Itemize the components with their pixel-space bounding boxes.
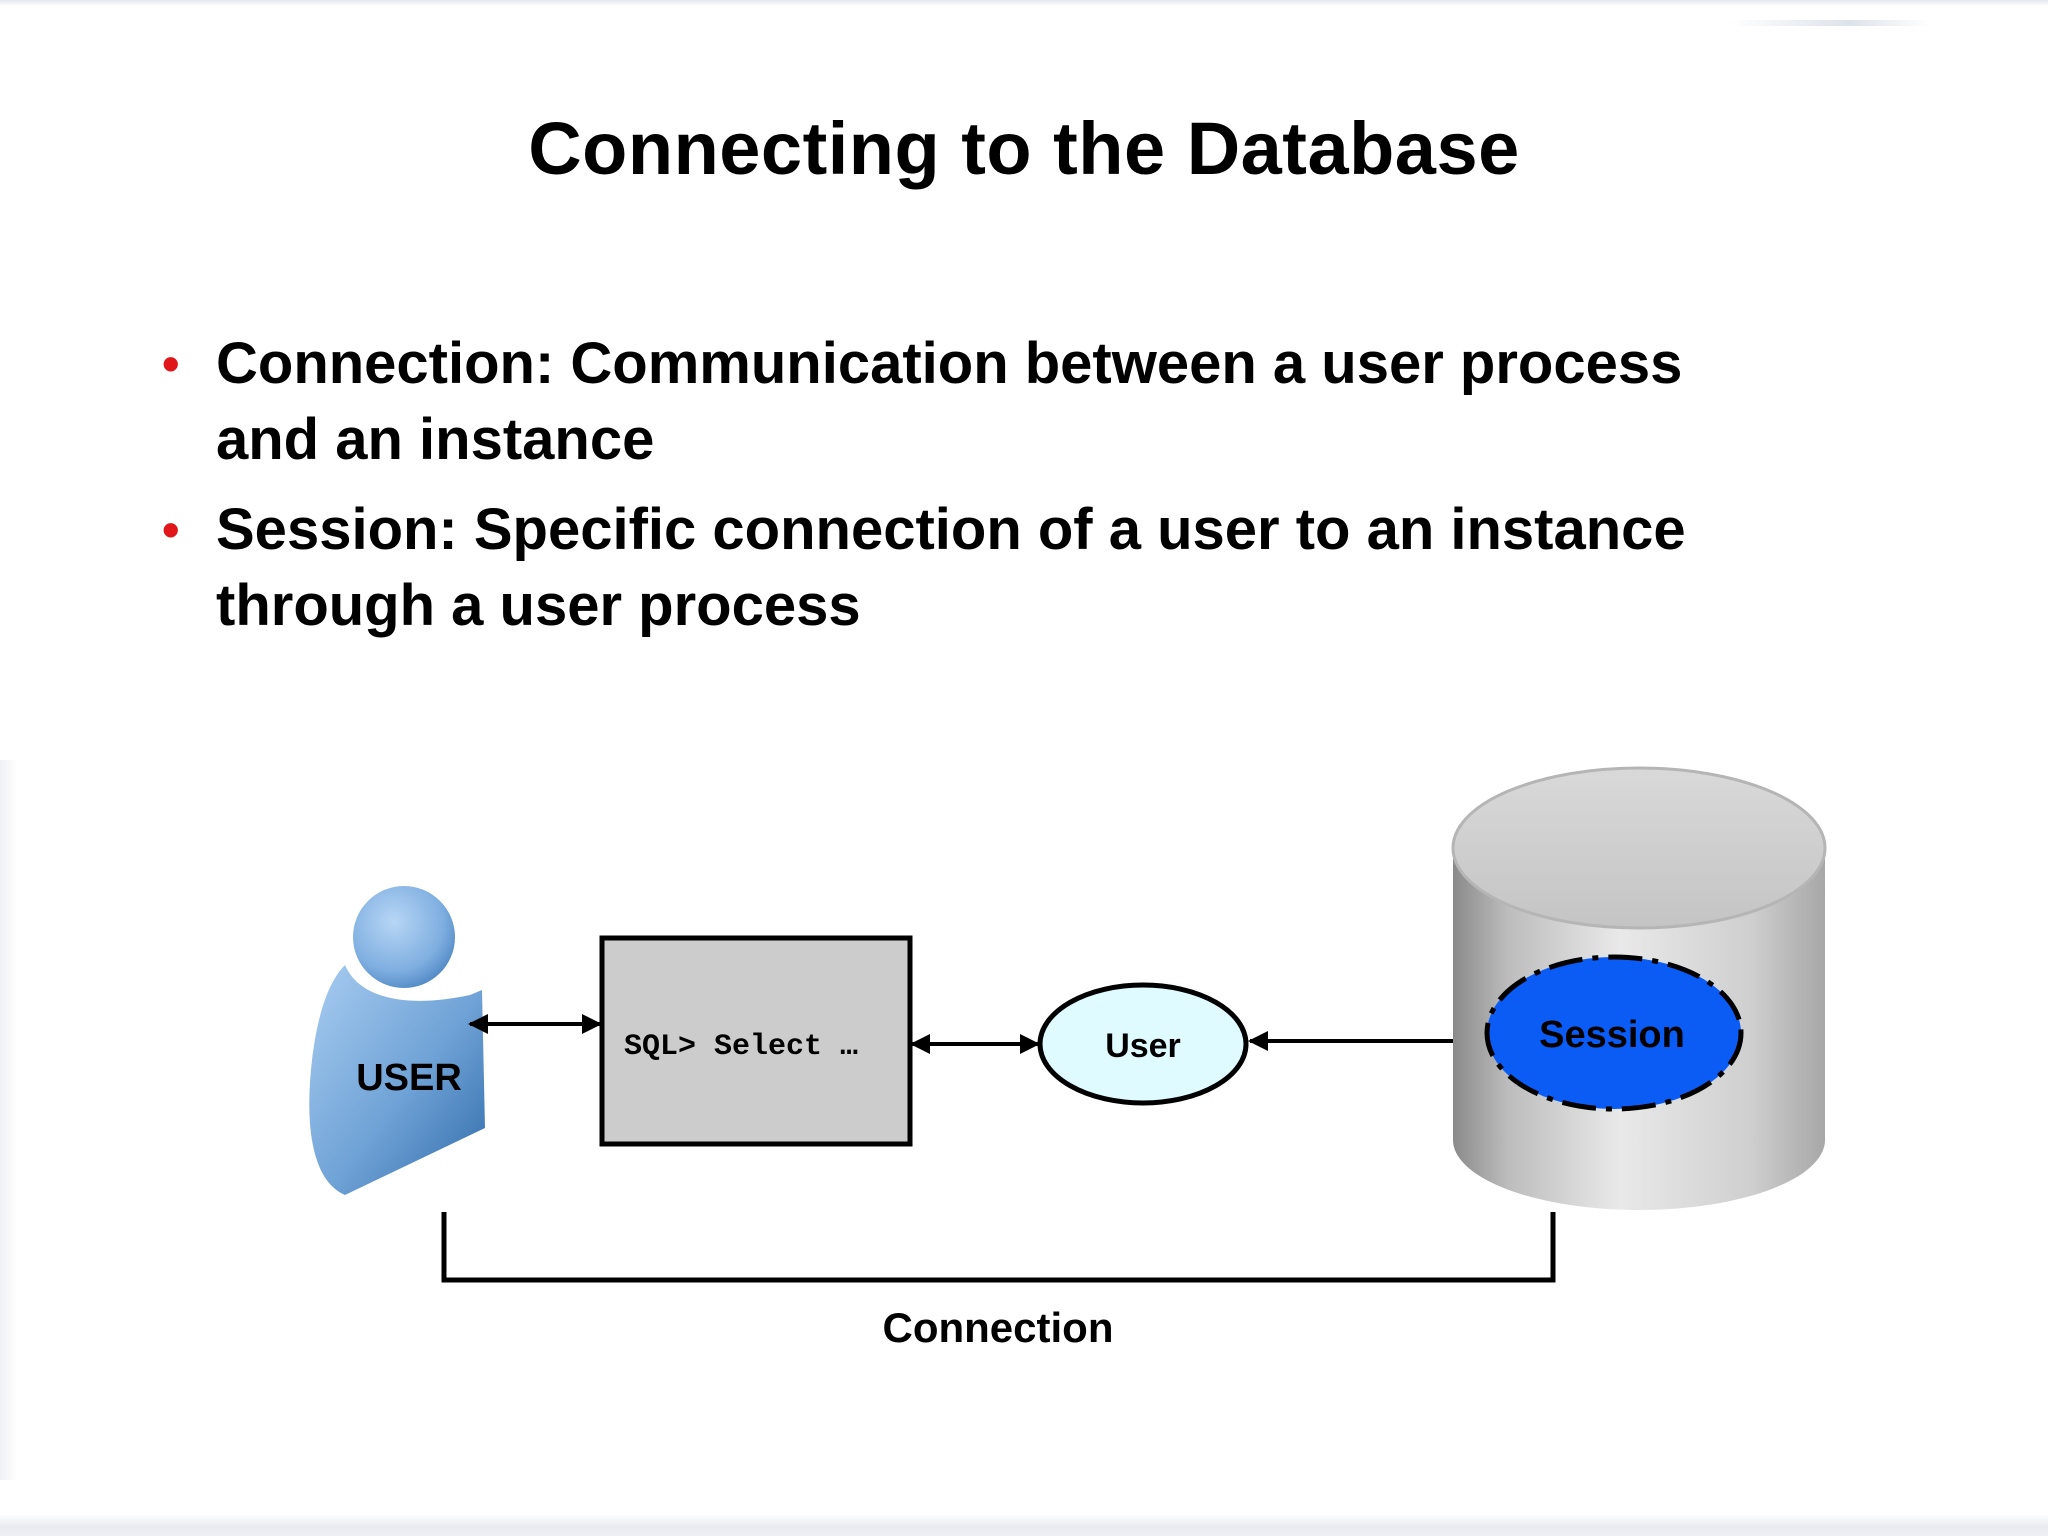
page-edge-top bbox=[0, 0, 2048, 6]
user-process-node: User bbox=[1037, 982, 1249, 1106]
user-body bbox=[309, 965, 485, 1195]
bullet-line: and an instance bbox=[216, 407, 655, 472]
bullet-item-session: • Session: Specific connection of a user… bbox=[160, 492, 1840, 644]
user-label: USER bbox=[356, 1057, 462, 1099]
user-process-ellipse bbox=[1037, 982, 1249, 1106]
connection-label: Connection bbox=[883, 1304, 1114, 1351]
connection-bracket bbox=[441, 1212, 1556, 1283]
session-node: Session bbox=[1484, 954, 1744, 1112]
bullet-list: • Connection: Communication between a us… bbox=[160, 326, 1840, 658]
sql-box-frame bbox=[599, 935, 913, 1147]
user-process-label: User bbox=[1105, 1027, 1181, 1065]
bullet-dot: • bbox=[162, 502, 180, 558]
bullet-dot: • bbox=[162, 336, 180, 392]
database-top bbox=[1451, 766, 1827, 930]
bullet-line: Session: Specific connection of a user t… bbox=[216, 497, 1686, 562]
slide-title: Connecting to the Database bbox=[528, 107, 1520, 190]
page-edge-left bbox=[0, 760, 18, 1480]
bullet-line: Connection: Communication between a user… bbox=[216, 331, 1683, 396]
user-figure-icon: USER bbox=[309, 886, 485, 1195]
bullet-item-connection: • Connection: Communication between a us… bbox=[160, 326, 1840, 478]
user-head bbox=[353, 886, 455, 988]
page-edge-bottom bbox=[0, 1514, 2048, 1536]
page-edge-mark bbox=[1730, 20, 1930, 26]
sql-box-text: SQL> Select … bbox=[624, 1030, 858, 1064]
sql-client-box: SQL> Select … bbox=[599, 935, 913, 1147]
session-ellipse bbox=[1484, 954, 1744, 1112]
session-label: Session bbox=[1539, 1014, 1685, 1056]
bullet-line: through a user process bbox=[216, 573, 861, 638]
